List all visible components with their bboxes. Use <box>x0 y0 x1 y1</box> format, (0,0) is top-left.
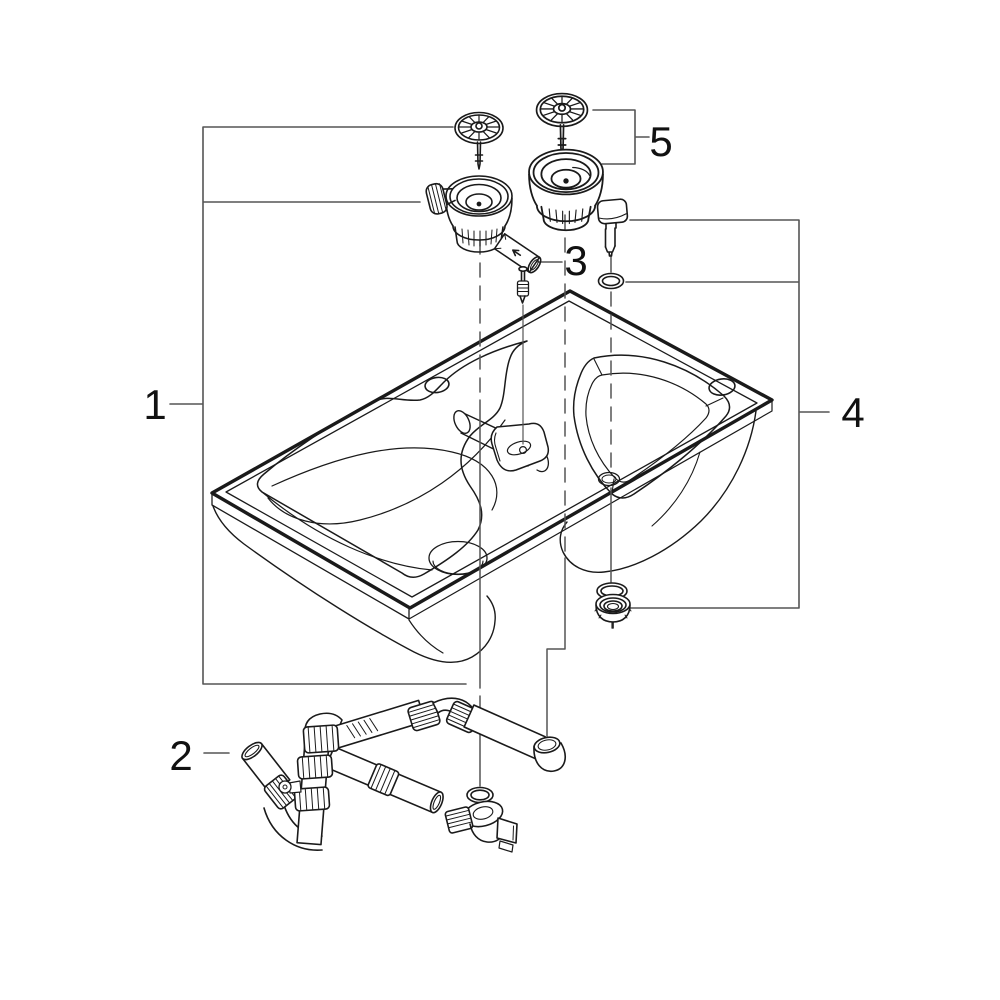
drain-elbow-fitting <box>444 786 518 853</box>
callout-brackets <box>169 109 830 754</box>
trap-valve <box>278 780 302 794</box>
sink-basin-drawing <box>210 289 774 663</box>
overflow-bridge <box>453 410 550 473</box>
callout-label-3: 3 <box>564 237 588 284</box>
drain-pin <box>596 198 629 257</box>
callout-label-2: 2 <box>169 732 193 779</box>
strainer-stopper-left <box>454 111 504 170</box>
small-bowl-opening <box>572 354 731 499</box>
small-bowl-drain <box>597 471 621 487</box>
drain-ring-nut <box>594 593 632 629</box>
drain-trap-assembly <box>241 697 566 851</box>
main-bowl-opening <box>256 340 528 578</box>
overflow-sleeve <box>493 233 542 274</box>
strainer-stopper-right <box>535 92 589 155</box>
main-bowl-drain <box>428 540 488 576</box>
overflow-clamp <box>490 422 550 472</box>
sink-rim-inner <box>225 300 758 598</box>
bracket-4 <box>625 219 830 609</box>
faucet-hole-left <box>424 376 450 394</box>
strainer-knob <box>425 182 456 215</box>
o-ring-upper <box>597 272 625 290</box>
overflow-screw <box>516 265 530 304</box>
bracket-5 <box>592 109 650 165</box>
centerlines <box>479 214 613 787</box>
bracket-1 <box>169 126 467 685</box>
strainer-basket-left <box>425 175 513 253</box>
strainer-basket-right <box>528 148 604 232</box>
callout-label-5: 5 <box>649 118 673 165</box>
trap-outlet-elbow <box>533 736 566 772</box>
callout-label-4: 4 <box>841 389 865 436</box>
callout-label-1: 1 <box>143 381 167 428</box>
